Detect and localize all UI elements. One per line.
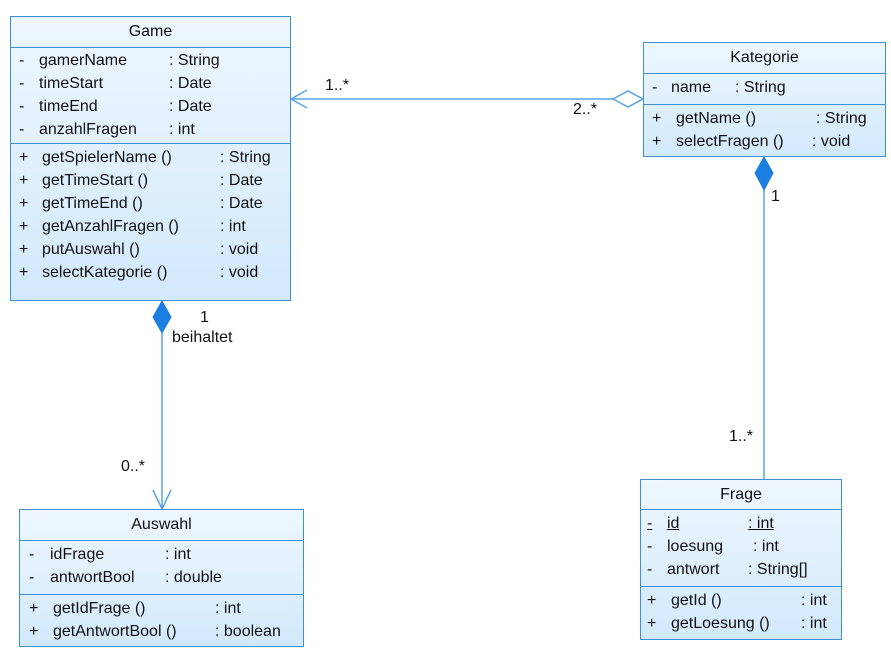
operation-type: : Date [220,172,263,189]
operation-name: getLoesung () [671,615,770,632]
operation-name: putAuswahl () [42,241,140,258]
attribute-type: : int [165,546,191,563]
class-title: Kategorie [644,43,885,74]
visibility-marker: + [19,241,29,258]
attribute-type: : String [169,52,220,69]
class-title: Frage [641,480,841,510]
attributes-section: - id : int - loesung : int - antwort : S… [641,510,841,587]
class-title: Game [11,17,290,48]
attributes-section: - name : String [644,74,885,105]
visibility-marker: - [29,569,35,586]
visibility-marker: + [647,615,657,632]
visibility-marker: + [29,623,39,640]
attribute-type: : int [169,121,195,138]
visibility-marker: + [652,133,662,150]
class-frage[interactable]: Frage - id : int - loesung : int - antwo… [640,479,842,640]
attribute-name: id [667,515,680,532]
attribute-type: : double [165,569,222,586]
operation-type: : boolean [215,623,281,640]
visibility-marker: - [19,52,25,69]
visibility-marker: + [647,592,657,609]
attribute-name: timeEnd [39,98,98,115]
visibility-marker: + [19,149,29,166]
attribute-name: timeStart [39,75,104,92]
attribute-name: idFrage [50,546,105,563]
class-title: Auswahl [20,510,303,541]
operations-section: + getId () : int + getLoesung () : int [641,587,841,640]
multiplicity-game-auswahl-near-game: 1 [200,309,209,326]
attribute-type: : int [748,515,774,532]
operation-name: getId () [671,592,722,609]
attributes-section: - idFrage : int - antwortBool : double [20,541,303,595]
attribute-type: : int [753,538,779,555]
class-game[interactable]: Game - gamerName : String - timeStart : … [10,16,291,301]
attribute-name: antwortBool [50,569,135,586]
attribute-type: : String [735,79,786,96]
attributes-section: - gamerName : String - timeStart : Date … [11,48,290,144]
attribute-name: gamerName [39,52,128,69]
operation-type: : String [220,149,271,166]
operation-name: getTimeEnd () [42,195,143,212]
operation-type: : void [812,133,851,150]
visibility-marker: + [19,172,29,189]
operation-type: : int [801,592,827,609]
visibility-marker: + [19,195,29,212]
class-kategorie[interactable]: Kategorie - name : String + getName () :… [643,42,886,157]
visibility-marker: - [19,75,25,92]
attribute-type: : Date [169,75,212,92]
attribute-type: : String[] [748,561,808,578]
visibility-marker: + [29,600,39,617]
multiplicity-kategorie-frage-near-kategorie: 1 [771,188,780,205]
visibility-marker: - [19,98,25,115]
multiplicity-game-kategorie-near-kategorie: 2..* [573,101,598,118]
visibility-marker: + [19,218,29,235]
operation-name: getTimeStart () [42,172,149,189]
filled-diamond-icon [152,299,172,335]
operation-type: : int [215,600,241,617]
operation-type: : int [801,615,827,632]
operation-name: getAnzahlFragen () [42,218,179,235]
multiplicity-kategorie-frage-near-frage: 1..* [729,428,754,445]
visibility-marker: - [29,546,35,563]
visibility-marker: - [19,121,25,138]
association-name-beihaltet: beihaltet [172,329,233,346]
attribute-name: anzahlFragen [39,121,137,138]
operation-type: : void [220,264,259,281]
visibility-marker: + [19,264,29,281]
attribute-type: : Date [169,98,212,115]
operation-name: getAntwortBool () [53,623,177,640]
operation-name: getName () [676,110,757,127]
operation-type: : void [220,241,259,258]
class-auswahl[interactable]: Auswahl - idFrage : int - antwortBool : … [19,509,304,647]
open-arrowhead-icon [289,89,308,109]
attribute-name: loesung [667,538,724,555]
operation-name: getSpielerName () [42,149,172,166]
operations-section: + getIdFrage () : int + getAntwortBool (… [20,595,303,648]
operations-section: + getSpielerName () : String + getTimeSt… [11,144,290,302]
operation-name: selectKategorie () [42,264,168,281]
attribute-name: antwort [667,561,720,578]
visibility-marker: - [647,538,653,555]
operation-type: : int [220,218,246,235]
attribute-name: name [671,79,712,96]
operation-type: : String [816,110,867,127]
filled-diamond-icon [754,155,774,192]
visibility-marker: - [647,515,653,532]
multiplicity-game-auswahl-near-auswahl: 0..* [121,458,146,475]
visibility-marker: - [652,79,658,96]
multiplicity-game-kategorie-near-game: 1..* [325,77,350,94]
operation-name: getIdFrage () [53,600,146,617]
operations-section: + getName () : String + selectFragen () … [644,105,885,158]
visibility-marker: - [647,561,653,578]
operation-name: selectFragen () [676,133,784,150]
visibility-marker: + [652,110,662,127]
hollow-diamond-icon [611,90,645,108]
operation-type: : Date [220,195,263,212]
